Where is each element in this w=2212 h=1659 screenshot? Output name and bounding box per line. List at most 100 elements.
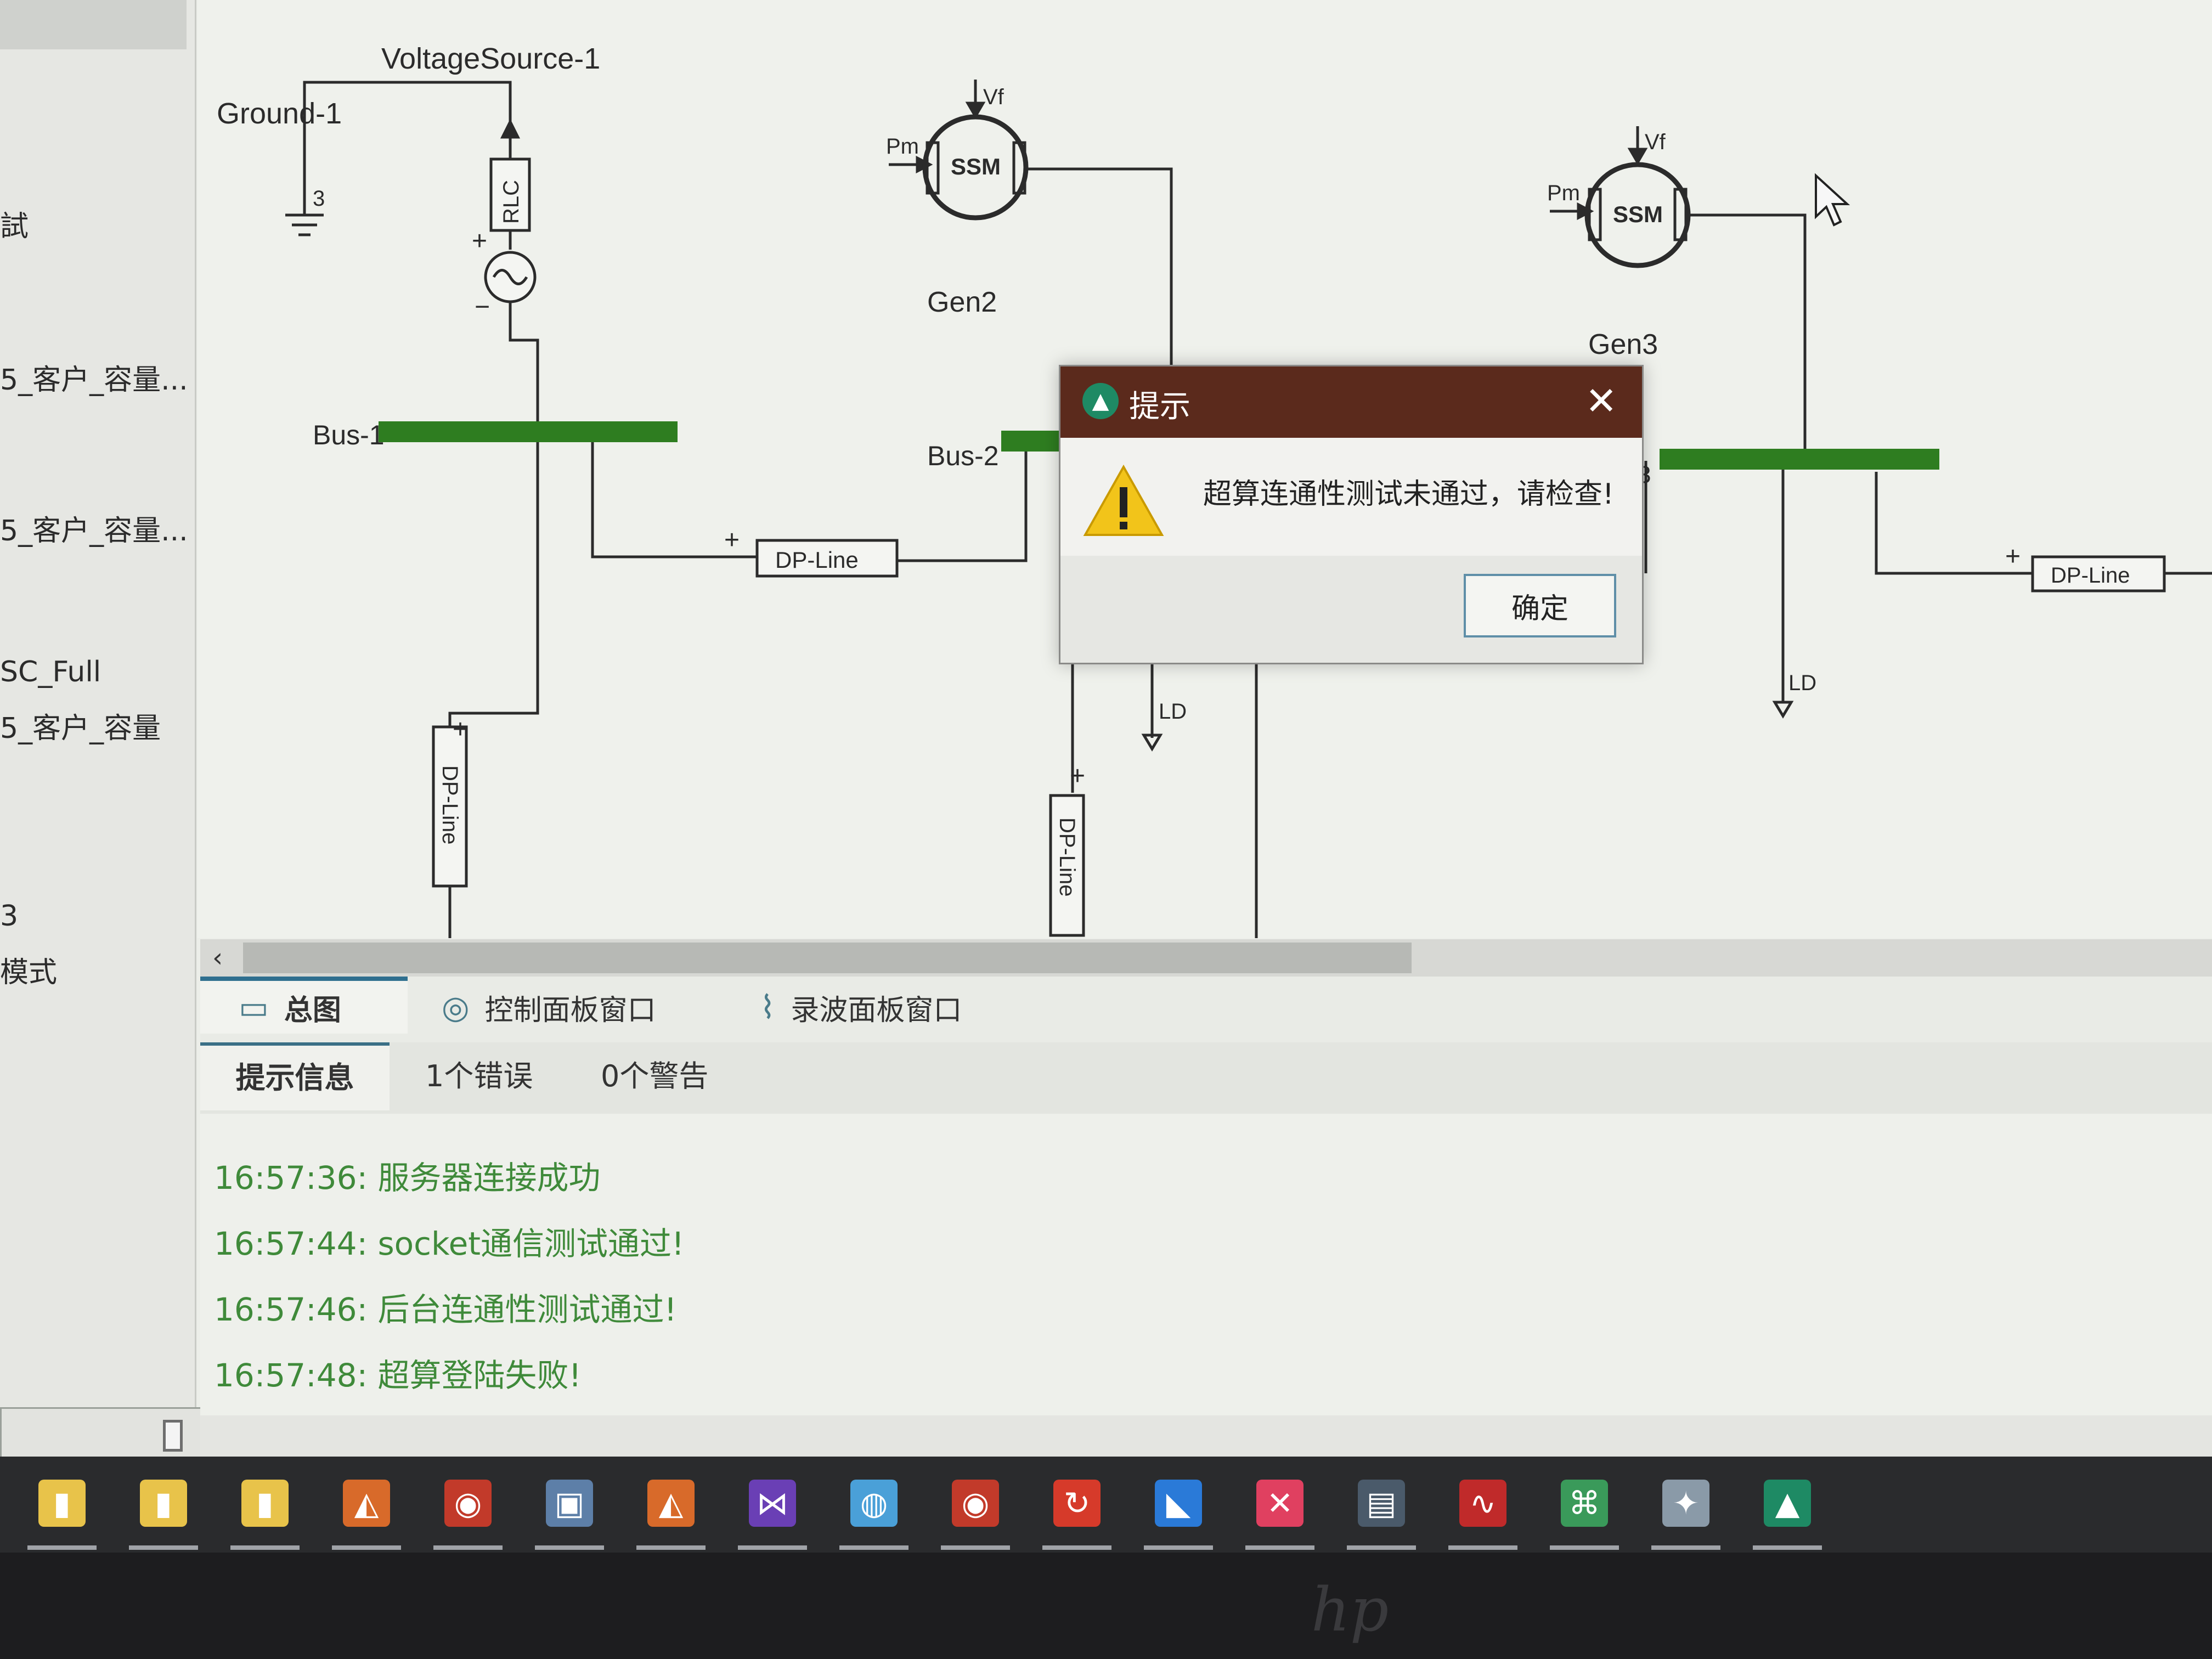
ld-label: LD <box>1788 671 1816 695</box>
ssm-label: SSM <box>1613 201 1663 227</box>
view-tab-bar: ▭ 总图 ◎ 控制面板窗口 ⌇ 录波面板窗口 <box>200 977 2212 1042</box>
bus-2-label: Bus-2 <box>927 441 999 471</box>
tree-item[interactable]: 模式 <box>0 956 58 989</box>
scroll-thumb[interactable] <box>163 1420 183 1452</box>
plus-sign: + <box>453 715 468 744</box>
log-line: 16:57:46: 后台连通性测试通过! <box>214 1291 677 1328</box>
message-log: 16:57:36: 服务器连接成功 16:57:44: socket通信测试通过… <box>200 1114 2212 1415</box>
tree-item[interactable]: 試 <box>0 210 29 243</box>
dp-line-label: DP-Line <box>1055 817 1079 897</box>
tab-info[interactable]: 提示信息 <box>200 1042 390 1110</box>
taskbar-indicator <box>1245 1545 1314 1550</box>
taskbar-indicator <box>1448 1545 1517 1550</box>
sync-icon[interactable]: ↻ <box>1053 1480 1101 1527</box>
log-line: 16:57:48: 超算登陆失败! <box>214 1357 582 1394</box>
schematic-canvas[interactable]: VoltageSource-1 Ground-1 3 RLC + − Bus-1… <box>198 0 2212 938</box>
ssm-label: SSM <box>951 154 1001 179</box>
network-icon[interactable]: ⌘ <box>1561 1480 1608 1527</box>
vf-label: Vf <box>983 85 1005 109</box>
tab-label: 控制面板窗口 <box>484 994 656 1027</box>
close-app-icon[interactable]: ✕ <box>1256 1480 1304 1527</box>
project-tree-panel: 試 5_客户_容量... 5_客户_容量... SC_Full 5_客户_容量 … <box>0 0 196 1415</box>
dp-line-label: DP-Line <box>2051 563 2130 588</box>
tree-item[interactable]: 5_客户_容量... <box>0 364 188 397</box>
tree-item[interactable]: SC_Full <box>0 656 101 689</box>
folder-icon[interactable]: ▮ <box>140 1480 187 1527</box>
folder-icon[interactable]: ▮ <box>38 1480 86 1527</box>
pm-label: Pm <box>886 134 919 159</box>
voltage-source-label: VoltageSource-1 <box>381 42 600 75</box>
scroll-thumb[interactable] <box>243 943 1412 973</box>
taskbar-indicator <box>1651 1545 1720 1550</box>
dialog-titlebar: ▲ 提示 ✕ <box>1060 366 1642 438</box>
taskbar-indicator <box>738 1545 807 1550</box>
folder-icon[interactable]: ▮ <box>241 1480 289 1527</box>
tab-label: 总图 <box>284 994 341 1027</box>
chevron-left-icon[interactable]: ‹ <box>212 943 223 973</box>
folder-icon: ▭ <box>239 989 269 1026</box>
warning-icon <box>1083 464 1164 536</box>
minus-sign: − <box>475 292 490 321</box>
taskbar: ▮ ▮ ▮ ◭ ◉ ▣ ◭ ⋈ ◍ ◉ ↻ ◣ ✕ ▤ ∿ ⌘ ✦ ▲ <box>0 1457 2212 1553</box>
screen: 試 5_客户_容量... 5_客户_容量... SC_Full 5_客户_容量 … <box>0 0 2212 1553</box>
tree-header <box>0 0 187 49</box>
tab-control-panel[interactable]: ◎ 控制面板窗口 <box>442 977 656 1038</box>
mouse-cursor-icon <box>1815 173 1850 227</box>
vf-label: Vf <box>1645 130 1666 154</box>
taskbar-indicator <box>129 1545 198 1550</box>
fin-icon[interactable]: ◣ <box>1155 1480 1202 1527</box>
tortoise-icon[interactable]: ✦ <box>1662 1480 1709 1527</box>
gen3-label: Gen3 <box>1588 329 1658 360</box>
taskbar-indicator <box>332 1545 401 1550</box>
app-logo-icon: ▲ <box>1082 383 1119 419</box>
plus-sign: + <box>472 227 487 256</box>
matlab-icon[interactable]: ◭ <box>647 1480 695 1527</box>
tab-warnings[interactable]: 0个警告 <box>601 1059 709 1093</box>
dialog-message: 超算连通性测试未通过，请检查! <box>1203 478 1614 511</box>
taskbar-indicator <box>1347 1545 1416 1550</box>
dialog-title: 提示 <box>1129 389 1190 425</box>
control-panel-icon: ◎ <box>442 989 470 1026</box>
tree-item[interactable]: 5_客户_容量... <box>0 515 188 548</box>
close-icon[interactable]: ✕ <box>1585 379 1617 424</box>
dp-line-label: DP-Line <box>775 547 859 573</box>
taskbar-indicator <box>433 1545 503 1550</box>
taskbar-indicator <box>1042 1545 1111 1550</box>
app-icon[interactable]: ▣ <box>546 1480 593 1527</box>
schematic-drawing: VoltageSource-1 Ground-1 3 RLC + − Bus-1… <box>217 42 2212 938</box>
tab-label: 录波面板窗口 <box>791 994 962 1027</box>
left-scrollbar[interactable] <box>0 1407 206 1459</box>
tab-overview[interactable]: ▭ 总图 <box>200 977 408 1034</box>
media-icon[interactable]: ◉ <box>952 1480 999 1527</box>
canvas-horizontal-scrollbar[interactable]: ‹ <box>200 939 2212 977</box>
tab-waveform-panel[interactable]: ⌇ 录波面板窗口 <box>760 977 962 1038</box>
tree-item[interactable]: 3 <box>0 900 19 933</box>
taskbar-indicator <box>1753 1545 1822 1550</box>
waveform-icon: ⌇ <box>760 989 776 1026</box>
media-icon[interactable]: ◉ <box>444 1480 492 1527</box>
ground-pin-label: 3 <box>313 187 325 211</box>
taskbar-indicator <box>230 1545 300 1550</box>
plus-sign: + <box>2005 542 2021 571</box>
tree-item[interactable]: 5_客户_容量 <box>0 712 161 745</box>
pm-label: Pm <box>1547 181 1580 205</box>
audio-icon[interactable]: ∿ <box>1459 1480 1506 1527</box>
taskbar-indicator <box>1550 1545 1619 1550</box>
message-tab-bar: 提示信息 1个错误 0个警告 <box>200 1042 2212 1114</box>
bus-1-label: Bus-1 <box>313 420 385 450</box>
ok-button[interactable]: 确定 <box>1464 574 1616 637</box>
matlab-icon[interactable]: ◭ <box>343 1480 390 1527</box>
taskbar-indicator <box>839 1545 909 1550</box>
visual-studio-icon[interactable]: ⋈ <box>749 1480 796 1527</box>
taskbar-indicator <box>636 1545 706 1550</box>
log-line: 16:57:44: socket通信测试通过! <box>214 1225 685 1262</box>
ld-label: LD <box>1159 699 1187 724</box>
terminal-icon[interactable]: ▤ <box>1358 1480 1405 1527</box>
ground-label: Ground-1 <box>217 97 342 130</box>
status-strip <box>200 1415 2212 1457</box>
app-logo-icon[interactable]: ▲ <box>1764 1480 1811 1527</box>
taskbar-indicator <box>1144 1545 1213 1550</box>
gen2-label: Gen2 <box>927 286 997 318</box>
browser-icon[interactable]: ◍ <box>850 1480 898 1527</box>
tab-errors[interactable]: 1个错误 <box>425 1059 533 1093</box>
